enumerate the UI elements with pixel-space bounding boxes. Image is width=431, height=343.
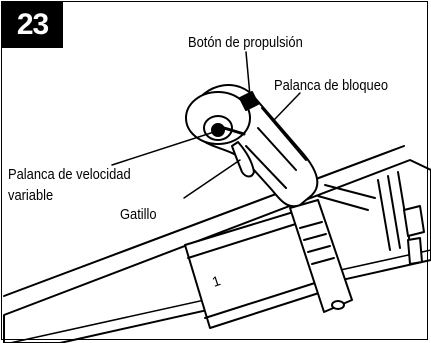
handle-strap — [289, 199, 353, 313]
boost-button — [239, 91, 259, 111]
callout-speed-lever-line2: variable — [8, 187, 54, 204]
step-number-badge: 23 — [2, 2, 63, 48]
callout-boost-button: Botón de propulsión — [188, 34, 303, 51]
leader-boost — [245, 51, 251, 97]
callout-lock-lever: Palanca de bloqueo — [274, 77, 389, 94]
trigger — [231, 141, 255, 178]
callout-speed-lever-line1: Palanca de velocidad — [8, 166, 131, 183]
leader-speed — [111, 131, 215, 166]
leader-lock — [273, 92, 301, 121]
leader-trigger — [183, 159, 241, 199]
callout-trigger: Gatillo — [120, 206, 157, 223]
